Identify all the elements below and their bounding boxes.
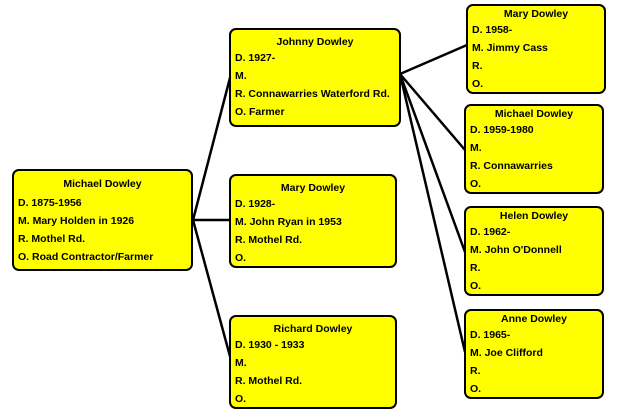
person-residence: R. xyxy=(470,365,481,377)
person-occupation: O. xyxy=(235,393,247,405)
person-mary-dowley-1958: Mary Dowley D. 1958- M. Jimmy Cass R. O. xyxy=(466,4,606,94)
person-dates: D. 1965- xyxy=(470,329,511,341)
connector-johnny-to-michael xyxy=(399,73,466,151)
person-dates: D. 1928- xyxy=(235,198,276,210)
person-married: M. Jimmy Cass xyxy=(472,42,548,54)
person-name: Anne Dowley xyxy=(501,313,567,325)
person-residence: R. xyxy=(470,262,481,274)
connector-johnny-to-helen xyxy=(398,73,467,253)
person-name: Richard Dowley xyxy=(273,323,353,335)
person-occupation: O. xyxy=(235,252,247,264)
person-name: Mary Dowley xyxy=(280,182,346,194)
connector-michael-to-richard xyxy=(191,219,233,361)
person-occupation: O. xyxy=(470,178,482,190)
person-name: Helen Dowley xyxy=(499,210,569,222)
person-name: Johnny Dowley xyxy=(276,36,354,48)
person-dates: D. 1962- xyxy=(470,226,511,238)
connector-johnny-to-mary xyxy=(399,43,468,76)
connector-michael-to-johnny xyxy=(191,73,233,221)
person-name: Mary Dowley xyxy=(503,8,569,20)
person-residence: R. Mothel Rd. xyxy=(235,375,303,387)
person-helen-dowley: Helen Dowley D. 1962- M. John O'Donnell … xyxy=(464,206,604,296)
person-occupation: O. Farmer xyxy=(235,106,285,118)
person-mary-dowley-1928: Mary Dowley D. 1928- M. John Ryan in 195… xyxy=(229,174,397,268)
person-residence: R. Mothel Rd. xyxy=(235,234,303,246)
person-married: M. xyxy=(470,142,482,154)
person-dates: D. 1927- xyxy=(235,52,276,64)
person-name: Michael Dowley xyxy=(494,108,574,120)
person-occupation: O. xyxy=(470,280,482,292)
person-residence: R. xyxy=(472,60,483,72)
person-dates: D. 1930 - 1933 xyxy=(235,339,305,351)
person-johnny-dowley: Johnny Dowley D. 1927- M. R. Connawarrie… xyxy=(229,28,401,127)
person-richard-dowley: Richard Dowley D. 1930 - 1933 M. R. Moth… xyxy=(229,315,397,409)
person-married: M. Mary Holden in 1926 xyxy=(18,215,135,227)
person-occupation: O. xyxy=(470,383,482,395)
person-residence: R. Mothel Rd. xyxy=(18,233,86,245)
person-dates: D. 1958- xyxy=(472,24,513,36)
person-michael-dowley-senior: Michael Dowley D. 1875-1956 M. Mary Hold… xyxy=(12,169,193,271)
connector-johnny-to-anne xyxy=(398,73,467,353)
person-dates: D. 1959-1980 xyxy=(470,124,534,136)
person-dates: D. 1875-1956 xyxy=(18,197,82,209)
person-married: M. John Ryan in 1953 xyxy=(235,216,342,228)
person-married: M. xyxy=(235,70,247,82)
person-occupation: O. Road Contractor/Farmer xyxy=(18,251,154,263)
person-married: M. xyxy=(235,357,247,369)
person-name: Michael Dowley xyxy=(63,178,142,190)
person-married: M. John O'Donnell xyxy=(470,244,562,256)
person-residence: R. Connawarries xyxy=(470,160,553,172)
person-residence: R. Connawarries Waterford Rd. xyxy=(235,88,390,100)
person-occupation: O. xyxy=(472,78,484,90)
person-michael-dowley-junior: Michael Dowley D. 1959-1980 M. R. Connaw… xyxy=(464,104,604,194)
person-married: M. Joe Clifford xyxy=(470,347,543,359)
person-anne-dowley: Anne Dowley D. 1965- M. Joe Clifford R. … xyxy=(464,309,604,399)
